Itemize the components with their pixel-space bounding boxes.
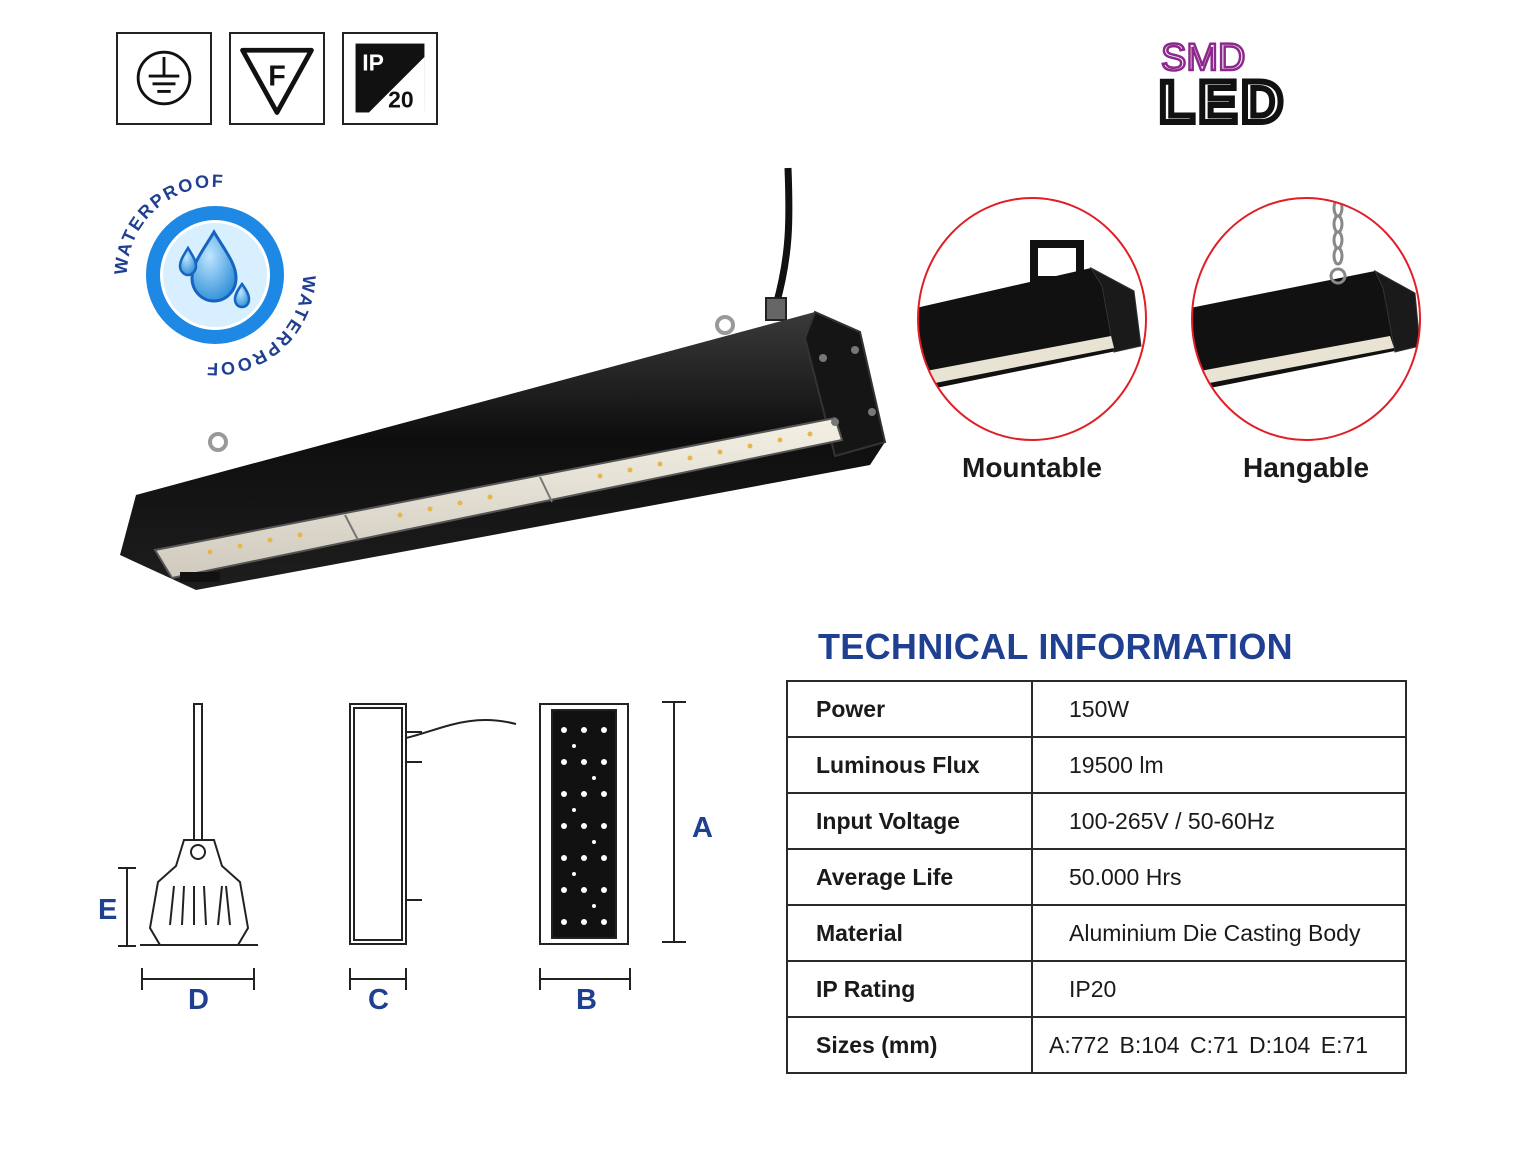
dimension-drawings — [118, 701, 686, 990]
technical-information-title: TECHNICAL INFORMATION — [818, 626, 1293, 667]
dimension-b-label: B — [576, 984, 597, 1016]
waterproof-badge: WATERPROOF WATERPROOF — [111, 171, 318, 379]
mountable-label: Mountable — [962, 452, 1102, 483]
dimension-c-label: C — [368, 984, 389, 1016]
dimension-d-label: D — [188, 984, 209, 1016]
spec-value: Aluminium Die Casting Body — [1031, 904, 1407, 962]
hangable-label: Hangable — [1242, 452, 1370, 483]
f-mark-certification-icon: F — [229, 32, 325, 125]
mountable-view-image — [917, 197, 1147, 441]
table-row: Material Aluminium Die Casting Body — [786, 904, 1407, 962]
spec-value: 100-265V / 50-60Hz — [1031, 792, 1407, 850]
hangable-view-image — [1191, 197, 1421, 441]
spec-label: Sizes (mm) — [786, 1016, 1033, 1074]
spec-value: 50.000 Hrs — [1031, 848, 1407, 906]
spec-label: IP Rating — [786, 960, 1033, 1018]
logo-smd-text: SMD — [1161, 37, 1245, 79]
table-row: Average Life 50.000 Hrs — [786, 848, 1407, 906]
spec-label: Input Voltage — [786, 792, 1033, 850]
table-row: IP Rating IP20 — [786, 960, 1407, 1018]
linear-high-bay-light-image — [120, 167, 887, 590]
ip-number-text: 20 — [388, 87, 414, 113]
table-row: Luminous Flux 19500 lm — [786, 736, 1407, 794]
table-row: Power 150W — [786, 680, 1407, 738]
dimension-a-label: A — [692, 812, 713, 844]
spec-value: IP20 — [1031, 960, 1407, 1018]
spec-label: Material — [786, 904, 1033, 962]
logo-led-text: LED — [1159, 70, 1287, 130]
spec-value: 19500 lm — [1031, 736, 1407, 794]
technical-specifications-table: Power 150W Luminous Flux 19500 lm Input … — [786, 680, 1407, 1074]
ip-rating-certification-icon: IP 20 — [342, 32, 438, 125]
spec-value: 150W — [1031, 680, 1407, 738]
spec-label: Luminous Flux — [786, 736, 1033, 794]
smd-led-logo: SMD LED — [1156, 36, 1287, 130]
table-row: Input Voltage 100-265V / 50-60Hz — [786, 792, 1407, 850]
table-row: Sizes (mm) A:772 B:104 C:71 D:104 E:71 — [786, 1016, 1407, 1074]
spec-value: A:772 B:104 C:71 D:104 E:71 — [1031, 1016, 1407, 1074]
dimension-e-label: E — [98, 894, 118, 926]
spec-label: Average Life — [786, 848, 1033, 906]
ip-text: IP — [362, 49, 384, 75]
f-mark-text: F — [268, 61, 286, 93]
earth-ground-certification-icon — [116, 32, 212, 125]
spec-label: Power — [786, 680, 1033, 738]
